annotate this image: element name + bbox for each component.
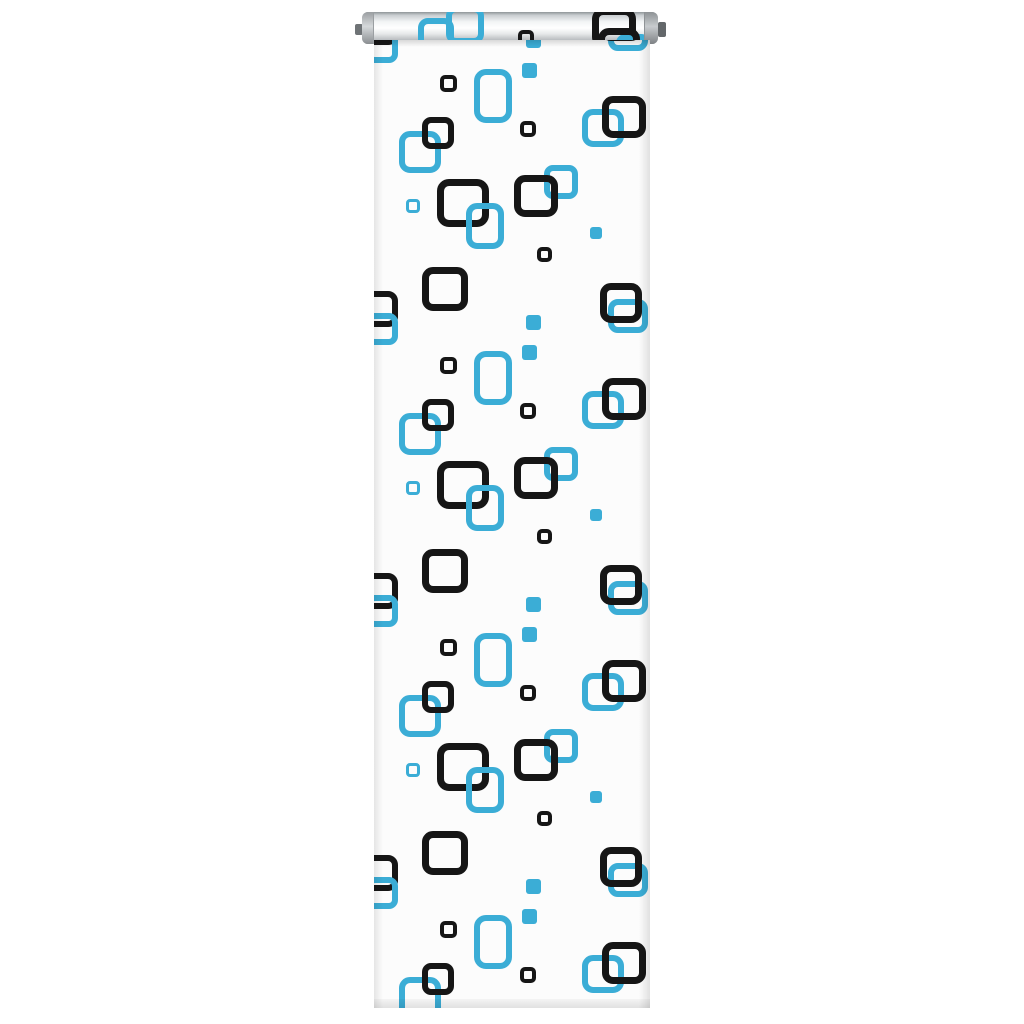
pattern-square-cyan <box>474 351 512 405</box>
pattern-square-black <box>537 529 552 544</box>
fabric-left-shadow <box>374 40 383 1008</box>
pattern-square-black <box>602 378 646 420</box>
fabric-right-shadow <box>639 40 650 1008</box>
left-bracket-pin <box>355 24 363 35</box>
pattern-square-cyan <box>474 69 512 123</box>
pattern-square-cyan <box>608 40 648 51</box>
pattern-square-cyan <box>474 915 512 969</box>
pattern-square-black <box>440 921 457 938</box>
roller-tube <box>362 12 658 44</box>
pattern-square-black <box>602 660 646 702</box>
pattern-square-cyan <box>526 597 541 612</box>
pattern-square-black <box>422 963 454 995</box>
pattern-square-black <box>422 117 454 149</box>
pattern-square-black <box>520 967 536 983</box>
pattern-square-cyan <box>474 633 512 687</box>
pattern-square-black <box>440 357 457 374</box>
pattern-square-cyan <box>590 227 602 239</box>
pattern-square-cyan <box>374 595 398 627</box>
pattern-square-black <box>537 247 552 262</box>
pattern-square-black <box>537 811 552 826</box>
pattern-square-cyan <box>399 695 441 737</box>
pattern-square-black <box>422 681 454 713</box>
pattern-square-cyan <box>406 199 420 213</box>
pattern-square-black <box>520 121 536 137</box>
pattern-square-black <box>422 399 454 431</box>
pattern-square-black <box>374 855 398 891</box>
pattern-square-black <box>600 283 642 323</box>
pattern-square-cyan <box>590 791 602 803</box>
pattern-square-cyan <box>374 877 398 909</box>
pattern-square-black <box>520 685 536 701</box>
fabric-top-shadow <box>374 40 650 47</box>
pattern-square-cyan <box>466 203 504 249</box>
pattern-square-black <box>422 831 468 875</box>
pattern-square-cyan <box>406 481 420 495</box>
right-bracket-pin <box>658 22 666 37</box>
pattern-square-cyan <box>466 767 504 813</box>
pattern-square-cyan <box>526 40 541 48</box>
pattern-square-cyan <box>522 627 537 642</box>
pattern-square-cyan <box>374 40 398 63</box>
pattern-square-black <box>440 639 457 656</box>
pattern-square-cyan <box>466 485 504 531</box>
pattern-square-black <box>598 28 640 44</box>
pattern-square-cyan <box>399 131 441 173</box>
fabric-pattern-layer <box>374 40 650 1008</box>
pattern-square-black <box>602 942 646 984</box>
pattern-square-black <box>600 565 642 605</box>
pattern-square-cyan <box>526 315 541 330</box>
pattern-square-black <box>514 457 558 499</box>
left-end-cap <box>362 12 374 44</box>
pattern-square-black <box>422 267 468 311</box>
pattern-square-cyan <box>526 879 541 894</box>
pattern-square-black <box>374 573 398 609</box>
right-end-cap <box>644 12 658 44</box>
pattern-square-cyan <box>590 509 602 521</box>
pattern-square-cyan <box>374 313 398 345</box>
pattern-square-cyan <box>406 763 420 777</box>
pattern-square-cyan <box>399 413 441 455</box>
pattern-square-black <box>422 549 468 593</box>
pattern-square-black <box>440 75 457 92</box>
pattern-square-black <box>514 739 558 781</box>
pattern-square-cyan <box>522 909 537 924</box>
pattern-square-cyan <box>522 345 537 360</box>
bottom-hem-bar <box>374 999 650 1008</box>
pattern-square-cyan <box>522 63 537 78</box>
pattern-square-black <box>602 96 646 138</box>
pattern-square-black <box>514 175 558 217</box>
pattern-square-black <box>600 847 642 887</box>
pattern-square-black <box>374 291 398 327</box>
blind-fabric <box>374 40 650 1008</box>
pattern-square-black <box>520 403 536 419</box>
